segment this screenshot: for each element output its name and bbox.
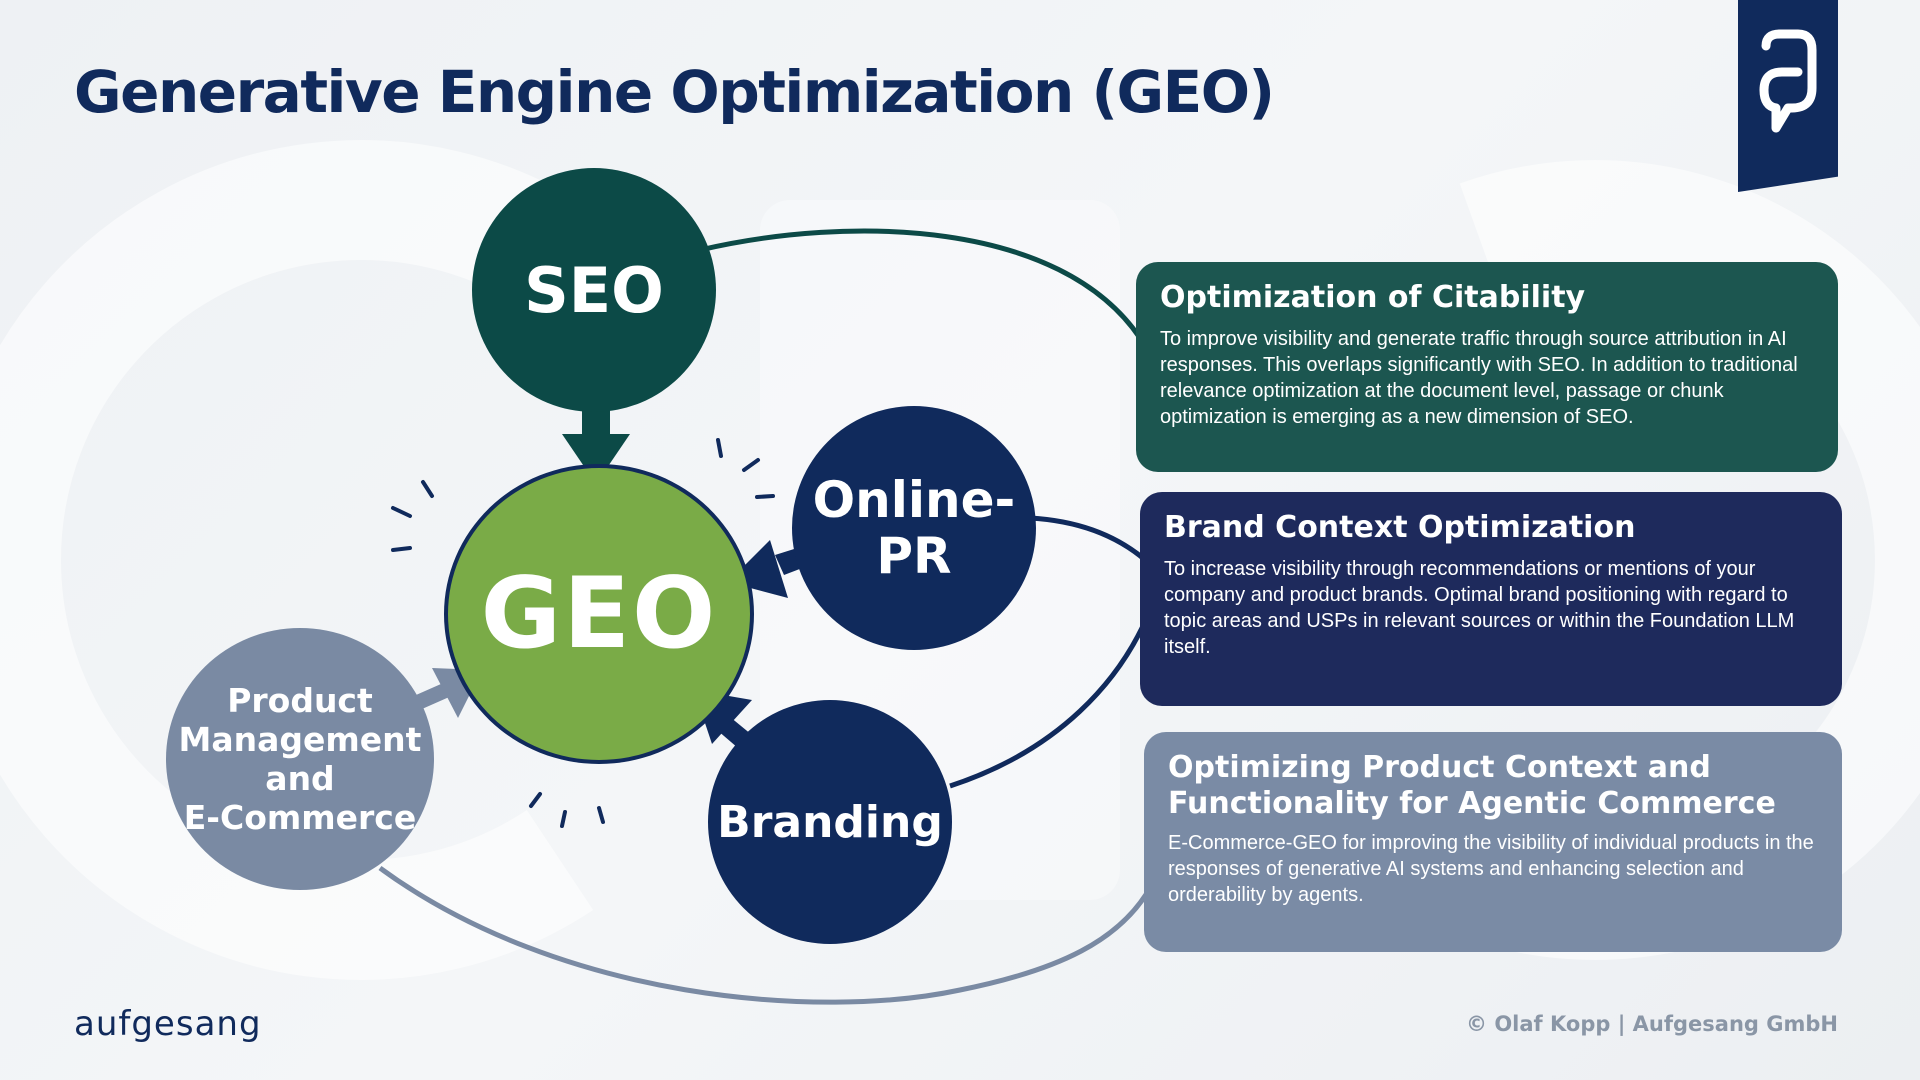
copyright-text: © Olaf Kopp | Aufgesang GmbH xyxy=(1466,1012,1838,1036)
brand-logo-tab xyxy=(1738,0,1838,192)
node-product-ecommerce: Product Management and E-Commerce xyxy=(166,628,434,890)
card-citability-text: To improve visibility and generate traff… xyxy=(1160,328,1798,428)
card-citability-title: Optimization of Citability xyxy=(1160,280,1586,315)
card-product-context: Optimizing Product Context and Functiona… xyxy=(1144,732,1842,952)
burst-accents xyxy=(391,438,775,828)
connector-branding-brand xyxy=(949,614,1151,789)
card-brand-context: Brand Context Optimization To increase v… xyxy=(1140,492,1842,706)
page-title: Generative Engine Optimization (GEO) xyxy=(74,58,1275,126)
card-product-context-title: Optimizing Product Context and Functiona… xyxy=(1168,750,1776,821)
card-brand-context-title: Brand Context Optimization xyxy=(1164,510,1636,545)
connector-seo-citability xyxy=(699,228,1143,340)
card-brand-context-text: To increase visibility through recommend… xyxy=(1164,558,1795,658)
card-product-context-text: E-Commerce-GEO for improving the visibil… xyxy=(1168,832,1814,906)
node-branding: Branding xyxy=(708,700,952,944)
node-online-pr: Online- PR xyxy=(792,406,1036,650)
connector-product-productcard xyxy=(378,865,1153,1005)
node-seo: SEO xyxy=(472,168,716,412)
aufgesang-speech-icon xyxy=(1759,29,1817,133)
node-geo: GEO xyxy=(444,464,754,764)
aufgesang-wordmark: aufgesang xyxy=(74,1004,262,1044)
card-citability: Optimization of Citability To improve vi… xyxy=(1136,262,1838,472)
